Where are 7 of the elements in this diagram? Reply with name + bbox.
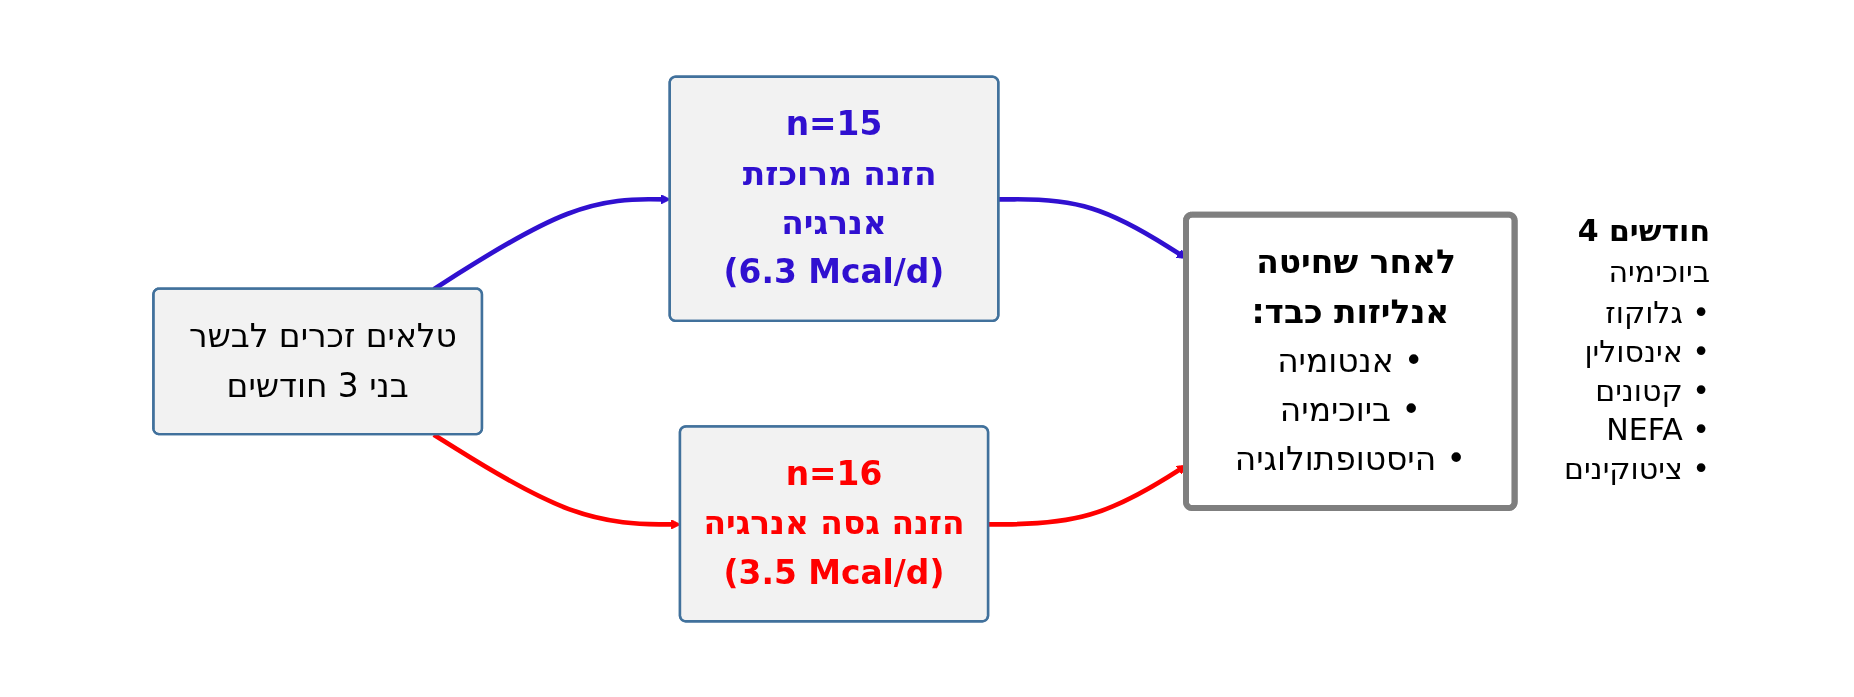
list-item: • NEFA xyxy=(1605,412,1710,447)
list-item: • ציטוקינים xyxy=(1564,451,1710,486)
duration-label: 4 חודשים xyxy=(1576,213,1710,248)
list-item: • קטונים xyxy=(1594,373,1710,408)
section-label: ביוכימיה xyxy=(1607,254,1710,289)
list-item: • אינסולין xyxy=(1583,334,1710,369)
list-item: • גלוקוז xyxy=(1604,295,1710,330)
